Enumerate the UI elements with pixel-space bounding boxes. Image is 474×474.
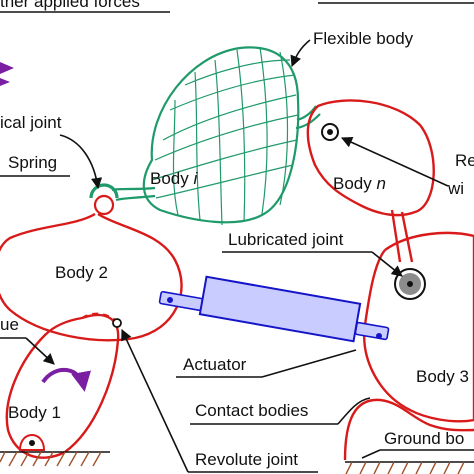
spherical-joint-label: ical joint [0, 113, 62, 132]
body-1-ground-support [0, 434, 110, 467]
body-1-outline [5, 313, 120, 459]
flexible-body [111, 46, 321, 226]
body-i-label: Body i [150, 169, 198, 188]
actuator-leader [261, 349, 357, 378]
body-n-outline [306, 99, 435, 217]
applied-forces-label: ther applied forces [0, 0, 140, 11]
body-3-label: Body 3 [416, 367, 469, 386]
actuator [158, 275, 390, 343]
actuator-label: Actuator [183, 355, 247, 374]
revolute-label-fragment-2: wi [447, 179, 464, 198]
flexible-body-label: Flexible body [313, 29, 414, 48]
torque-label-fragment: ue [0, 315, 19, 334]
lubricated-joint-label: Lubricated joint [228, 230, 344, 249]
flexible-body-leader [290, 39, 311, 68]
revolute-joint-leader [121, 328, 189, 473]
body-1-revolute-joint [112, 318, 122, 328]
spring-label: Spring [8, 153, 57, 172]
lubricated-joint-leader [371, 251, 403, 277]
body-n-link [390, 209, 402, 263]
revolute-joint-label: Revolute joint [195, 450, 298, 469]
applied-force-icon [0, 62, 14, 86]
contact-bodies-label: Contact bodies [195, 401, 308, 420]
body-3-outline [363, 231, 474, 423]
body-2-label: Body 2 [55, 263, 108, 282]
ground-body-label: Ground bo [384, 429, 464, 448]
spherical-joint [89, 183, 119, 216]
body-n-link-2 [400, 211, 414, 263]
revolute-label-leader [340, 137, 449, 187]
torque-arrow-icon [41, 367, 91, 392]
body-2-outline [0, 212, 183, 342]
body-1-label: Body 1 [8, 403, 61, 422]
revolute-label-fragment-1: Re [455, 151, 474, 170]
body-n-revolute-joint [321, 123, 339, 141]
spherical-joint-leader [59, 134, 103, 190]
contact-bodies-leader [337, 397, 371, 425]
ground-body-leader [361, 449, 381, 459]
torque-leader [25, 337, 55, 365]
ground-body [343, 398, 474, 474]
body-n-label: Body n [333, 174, 386, 193]
